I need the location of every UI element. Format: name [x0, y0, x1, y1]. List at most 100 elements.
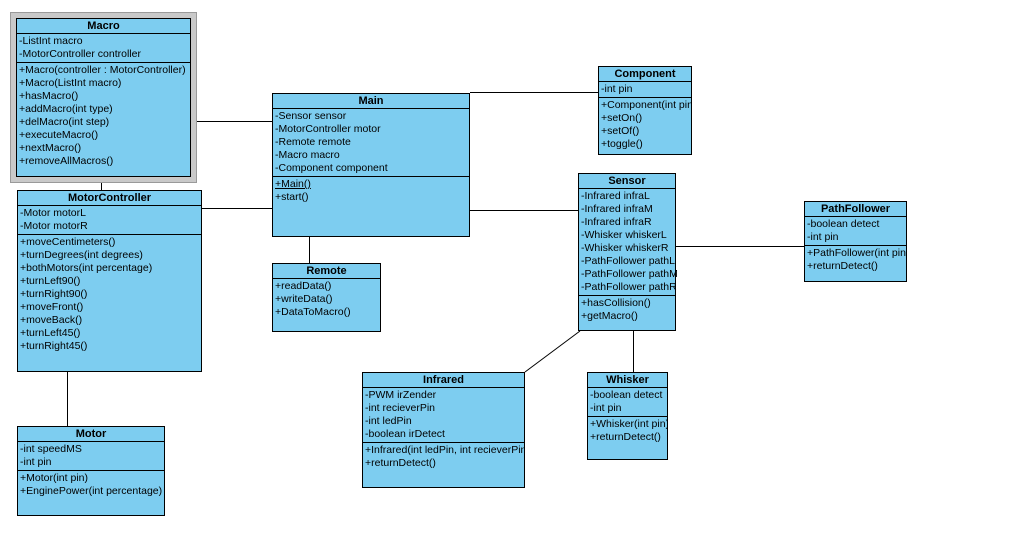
class-member: -int speedMS	[20, 443, 82, 455]
connector-main-remote[interactable]	[309, 236, 310, 263]
class-pathfollower-methods: +PathFollower(int pin)+returnDetect()	[805, 246, 906, 281]
class-member: -Whisker whiskerL	[581, 229, 667, 241]
class-motor[interactable]: Motor -int speedMS-int pin +Motor(int pi…	[17, 426, 165, 516]
class-member: +executeMacro()	[19, 129, 99, 141]
class-infrared-methods: +Infrared(int ledPin, int recieverPin)+r…	[363, 443, 524, 487]
class-member: -int recieverPin	[365, 402, 436, 414]
class-member: -boolean detect	[590, 389, 663, 401]
class-motor-title: Motor	[18, 427, 164, 442]
class-member: +Macro(ListInt macro)	[19, 77, 122, 89]
class-macro-title: Macro	[17, 19, 190, 34]
connector-motorcontroller-motor[interactable]	[67, 371, 68, 426]
class-whisker[interactable]: Whisker -boolean detect-int pin +Whisker…	[587, 372, 668, 460]
class-member: -Infrared infraR	[581, 216, 652, 228]
class-member: +returnDetect()	[365, 457, 436, 469]
class-member: -int ledPin	[365, 415, 412, 427]
class-member: -MotorController controller	[19, 48, 141, 60]
class-member: +hasCollision()	[581, 297, 651, 309]
class-whisker-title: Whisker	[588, 373, 667, 388]
class-member: -int pin	[20, 456, 52, 468]
class-member: +turnLeft45()	[20, 327, 81, 339]
class-member: +start()	[275, 191, 309, 203]
connector-main-sensor[interactable]	[470, 210, 578, 211]
class-member: -PWM irZender	[365, 389, 437, 401]
class-sensor-attributes: -Infrared infraL-Infrared infraM-Infrare…	[579, 189, 678, 296]
class-main-methods: +Main()+start()	[273, 177, 469, 236]
class-member: +EnginePower(int percentage)	[20, 485, 163, 497]
class-member: -MotorController motor	[275, 123, 381, 135]
class-motorcontroller[interactable]: MotorController -Motor motorL-Motor moto…	[17, 190, 202, 372]
class-member: +removeAllMacros()	[19, 155, 114, 167]
class-member: -Remote remote	[275, 136, 351, 148]
class-motorcontroller-title: MotorController	[18, 191, 201, 206]
class-main[interactable]: Main -Sensor sensor-MotorController moto…	[272, 93, 470, 237]
class-member: +Infrared(int ledPin, int recieverPin)	[365, 444, 524, 456]
class-remote-title: Remote	[273, 264, 380, 279]
class-member: -Infrared infraL	[581, 190, 650, 202]
class-macro[interactable]: Macro -ListInt macro-MotorController con…	[16, 18, 191, 177]
class-member: -ListInt macro	[19, 35, 83, 47]
class-member: +turnDegrees(int degrees)	[20, 249, 143, 261]
class-member: +Component(int pin)	[601, 99, 691, 111]
class-pathfollower-title: PathFollower	[805, 202, 906, 217]
class-motor-methods: +Motor(int pin)+EnginePower(int percenta…	[18, 471, 164, 515]
class-remote[interactable]: Remote +readData()+writeData()+DataToMac…	[272, 263, 381, 332]
class-member: +moveFront()	[20, 301, 84, 313]
class-member: -Whisker whiskerR	[581, 242, 669, 254]
class-pathfollower[interactable]: PathFollower -boolean detect-int pin +Pa…	[804, 201, 907, 282]
class-member: +hasMacro()	[19, 90, 79, 102]
class-component-attributes: -int pin	[599, 82, 691, 98]
class-member: -Macro macro	[275, 149, 340, 161]
class-member: -PathFollower pathL	[581, 255, 675, 267]
class-member: -Motor motorL	[20, 207, 86, 219]
class-member: +readData()	[275, 280, 332, 292]
class-member: -Motor motorR	[20, 220, 88, 232]
connector-main-component[interactable]	[470, 92, 598, 93]
class-member: +PathFollower(int pin)	[807, 247, 906, 259]
class-member: +DataToMacro()	[275, 306, 351, 318]
class-sensor-methods: +hasCollision()+getMacro()	[579, 296, 675, 330]
class-member: +delMacro(int step)	[19, 116, 110, 128]
class-member: -boolean irDetect	[365, 428, 445, 440]
class-member: -PathFollower pathM	[581, 268, 678, 280]
class-member: +bothMotors(int percentage)	[20, 262, 153, 274]
class-whisker-methods: +Whisker(int pin)+returnDetect()	[588, 417, 667, 459]
class-infrared-title: Infrared	[363, 373, 524, 388]
class-member: +Main()	[275, 178, 311, 190]
connector-macro-main[interactable]	[196, 121, 272, 122]
class-main-attributes: -Sensor sensor-MotorController motor-Rem…	[273, 109, 469, 177]
class-member: -Component component	[275, 162, 388, 174]
class-macro-methods: +Macro(controller : MotorController)+Mac…	[17, 63, 190, 176]
connector-sensor-pathfollower[interactable]	[676, 246, 804, 247]
class-member: +turnRight90()	[20, 288, 88, 300]
class-sensor-title: Sensor	[579, 174, 675, 189]
class-member: +toggle()	[601, 138, 643, 150]
class-motor-attributes: -int speedMS-int pin	[18, 442, 164, 471]
class-member: +setOn()	[601, 112, 643, 124]
class-component-title: Component	[599, 67, 691, 82]
class-whisker-attributes: -boolean detect-int pin	[588, 388, 667, 417]
class-macro-attributes: -ListInt macro-MotorController controlle…	[17, 34, 190, 63]
class-component-methods: +Component(int pin)+setOn()+setOf()+togg…	[599, 98, 691, 154]
class-member: -int pin	[590, 402, 622, 414]
class-motorcontroller-methods: +moveCentimeters()+turnDegrees(int degre…	[18, 235, 201, 371]
connector-sensor-whisker[interactable]	[633, 331, 634, 372]
class-member: +returnDetect()	[807, 260, 878, 272]
class-sensor[interactable]: Sensor -Infrared infraL-Infrared infraM-…	[578, 173, 678, 331]
class-member: +setOf()	[601, 125, 640, 137]
class-member: +turnLeft90()	[20, 275, 81, 287]
class-component[interactable]: Component -int pin +Component(int pin)+s…	[598, 66, 692, 155]
class-member: +moveBack()	[20, 314, 83, 326]
connector-motorcontroller-main[interactable]	[202, 208, 272, 209]
connector-macro-motorcontroller[interactable]	[101, 183, 102, 190]
class-infrared[interactable]: Infrared -PWM irZender-int recieverPin-i…	[362, 372, 525, 488]
class-member: +Motor(int pin)	[20, 472, 88, 484]
class-member: +Whisker(int pin)	[590, 418, 667, 430]
class-remote-methods: +readData()+writeData()+DataToMacro()	[273, 279, 380, 331]
class-member: -int pin	[807, 231, 839, 243]
class-member: +getMacro()	[581, 310, 638, 322]
class-member: -boolean detect	[807, 218, 880, 230]
class-member: +moveCentimeters()	[20, 236, 116, 248]
class-member: +writeData()	[275, 293, 333, 305]
